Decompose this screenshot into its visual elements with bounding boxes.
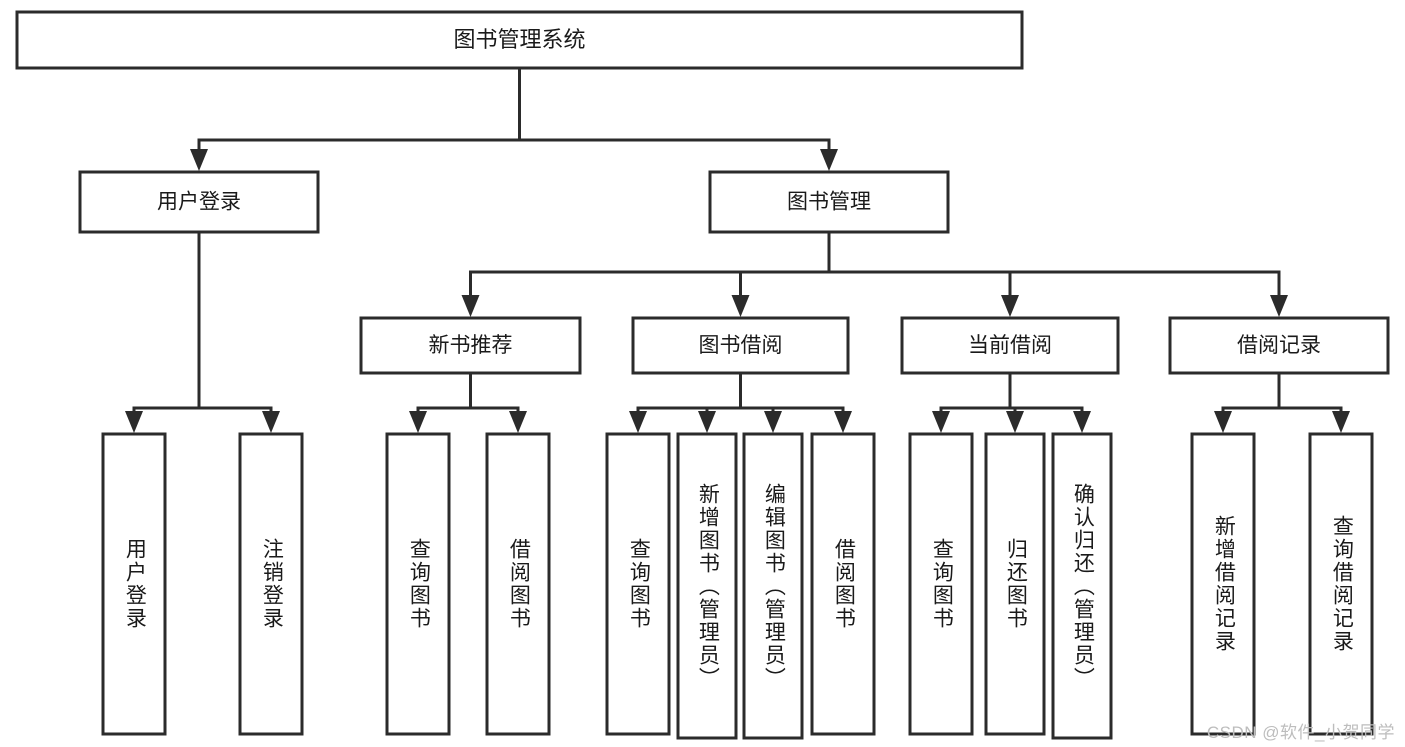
arrow-head-icon [409,411,427,433]
node-label-borrow-record: 借阅记录 [1237,334,1321,357]
node-rect-leaf-query-book-1 [385,432,451,736]
node-label-book-manage: 图书管理 [787,191,871,214]
node-rect-leaf-borrow-book-2 [810,432,876,736]
node-leaf-query-book-2 [605,432,671,736]
arrow-head-icon [1270,295,1288,317]
node-leaf-query-record [1308,432,1374,736]
node-current-borrow [900,316,1120,375]
node-leaf-confirm-return [1051,432,1113,740]
arrow-head-icon [1073,411,1091,433]
arrow-head-icon [764,411,782,433]
node-rect-leaf-return-book [984,432,1046,736]
node-rect-leaf-query-book-3 [908,432,974,736]
arrow-head-icon [262,411,280,433]
node-book-borrow [631,316,850,375]
node-rect-leaf-query-record [1308,432,1374,736]
node-leaf-user-login [101,432,167,736]
node-rect-borrow-record [1168,316,1390,375]
node-label-new-book-rec: 新书推荐 [429,334,513,357]
node-rect-leaf-user-login [101,432,167,736]
node-user-login [78,170,320,234]
arrow-head-icon [190,149,208,171]
node-new-book-rec [359,316,582,375]
arrow-head-icon [1332,411,1350,433]
node-label-current-borrow: 当前借阅 [968,334,1052,357]
node-book-manage [708,170,950,234]
node-rect-new-book-rec [359,316,582,375]
arrow-head-icon [461,295,480,317]
node-rect-root [15,10,1024,70]
node-rect-leaf-edit-book [742,432,804,740]
node-root [15,10,1024,70]
node-leaf-return-book [984,432,1046,736]
arrow-head-icon [629,411,647,433]
arrow-head-icon [1006,411,1024,433]
node-rect-current-borrow [900,316,1120,375]
node-leaf-edit-book [742,432,804,740]
connector-lines [125,66,1350,433]
node-leaf-add-record [1190,432,1256,736]
arrow-head-icon [509,411,527,433]
node-rect-leaf-confirm-return [1051,432,1113,740]
node-rect-book-manage [708,170,950,234]
node-rect-leaf-user-logout [238,432,304,736]
arrow-head-icon [834,411,852,433]
node-leaf-query-book-3 [908,432,974,736]
node-leaf-borrow-book-1 [485,432,551,736]
node-rect-user-login [78,170,320,234]
arrow-head-icon [932,411,950,433]
arrow-head-icon [125,411,143,433]
arrow-head-icon [1214,411,1232,433]
node-rect-leaf-query-book-2 [605,432,671,736]
csdn-watermark: CSDN @软件_小贺同学 [1206,723,1395,742]
arrow-head-icon [698,411,716,433]
arrow-head-icon [1001,295,1019,317]
node-borrow-record [1168,316,1390,375]
node-leaf-user-logout [238,432,304,736]
node-leaf-query-book-1 [385,432,451,736]
node-label-book-borrow: 图书借阅 [699,334,783,357]
node-label-user-login: 用户登录 [157,191,241,214]
arrow-head-icon [820,149,838,171]
node-rect-leaf-add-record [1190,432,1256,736]
node-rect-leaf-add-book [676,432,738,740]
node-rect-book-borrow [631,316,850,375]
node-label-root: 图书管理系统 [453,27,585,52]
node-leaf-borrow-book-2 [810,432,876,736]
arrow-head-icon [731,295,750,317]
node-leaf-add-book [676,432,738,740]
node-rect-leaf-borrow-book-1 [485,432,551,736]
